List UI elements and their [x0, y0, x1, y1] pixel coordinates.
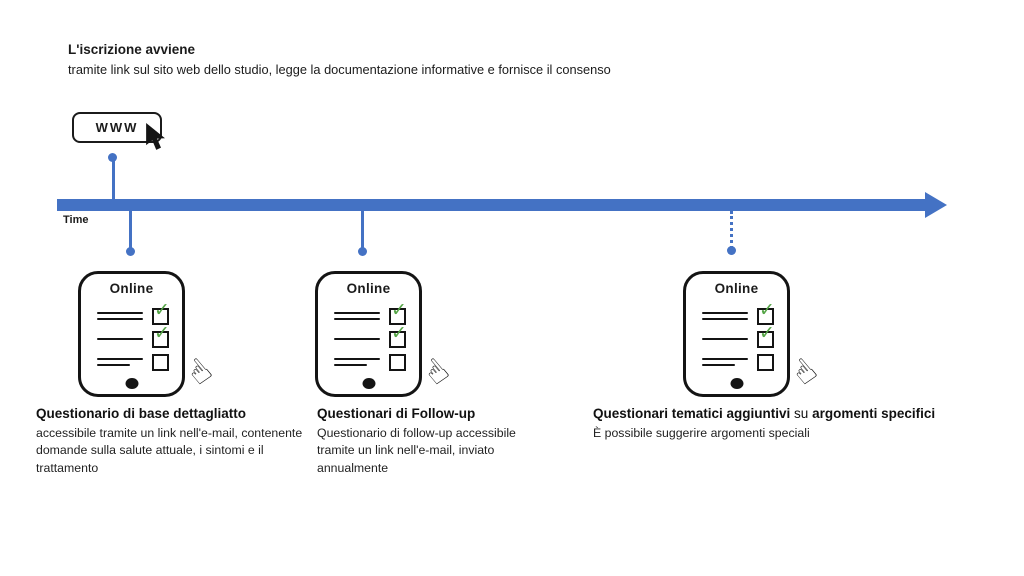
checkbox-empty-icon: [152, 353, 169, 371]
checkmark-icon: ✓: [759, 298, 775, 321]
home-button-dot: [730, 378, 743, 389]
connector-line-1: [129, 211, 132, 249]
checkmark-icon: ✓: [154, 298, 170, 321]
checklist-row: [97, 353, 169, 371]
checklist-row: ✓: [702, 300, 775, 325]
milestone-heading: Questionari di Follow-up: [317, 406, 476, 421]
milestone-caption-followup: Questionari di Follow-up Questionario di…: [317, 406, 552, 477]
tablet-icon-thematic[interactable]: Online ✓ ✓ ☝: [683, 271, 824, 397]
checkbox-checked-icon: ✓: [389, 300, 407, 325]
checkbox-checked-icon: ✓: [757, 323, 775, 348]
checkbox-checked-icon: ✓: [152, 300, 170, 325]
questionnaire-checklist: ✓ ✓: [334, 300, 407, 371]
page-subtitle: tramite link sul sito web dello studio, …: [68, 62, 611, 77]
connector-line-2: [361, 211, 364, 249]
checkmark-icon: ✓: [391, 321, 407, 344]
timeline-axis-label: Time: [63, 214, 89, 226]
home-button-dot: [125, 378, 138, 389]
header: L'iscrizione avviene tramite link sul si…: [68, 42, 968, 77]
device-screen-label: Online: [346, 281, 391, 296]
checkbox-empty-icon: [757, 353, 774, 371]
heading-bold-part: argomenti specifici: [812, 406, 936, 421]
checklist-row: [702, 353, 774, 371]
home-button-dot: [362, 378, 375, 389]
timeline-arrowhead-icon: [925, 192, 947, 218]
hand-pointer-icon: ☝: [783, 350, 825, 393]
text-lines-icon: [97, 357, 143, 367]
heading-bold-part: Questionari tematici aggiuntivi: [593, 406, 791, 421]
text-lines-icon: [334, 311, 380, 321]
checkbox-empty-icon: [389, 353, 406, 371]
device-screen-label: Online: [714, 281, 759, 296]
connector-dot: [358, 247, 367, 256]
checkbox-checked-icon: ✓: [389, 323, 407, 348]
device-screen-label: Online: [109, 281, 154, 296]
checklist-row: ✓: [97, 323, 170, 348]
text-lines-icon: [702, 337, 748, 341]
hand-pointer-icon: ☝: [415, 350, 457, 393]
connector-line-3-dotted: [730, 211, 733, 249]
checklist-row: ✓: [702, 323, 775, 348]
milestone-body: accessibile tramite un link nell'e-mail,…: [36, 426, 303, 475]
milestone-caption-baseline: Questionario di base dettagliatto access…: [36, 406, 328, 477]
checkmark-icon: ✓: [391, 298, 407, 321]
milestone-body: Questionario di follow-up accessibile tr…: [317, 426, 516, 475]
hand-pointer-icon: ☝: [178, 350, 220, 393]
text-lines-icon: [702, 357, 748, 367]
heading-normal-part: su: [790, 406, 813, 421]
checkbox-checked-icon: ✓: [757, 300, 775, 325]
connector-dot: [727, 246, 736, 255]
tablet-icon-followup[interactable]: Online ✓ ✓ ☝: [315, 271, 456, 397]
text-lines-icon: [702, 311, 748, 321]
checklist-row: ✓: [334, 323, 407, 348]
text-lines-icon: [334, 337, 380, 341]
connector-dot: [126, 247, 135, 256]
page-title: L'iscrizione avviene: [68, 42, 196, 57]
milestone-heading: Questionari tematici aggiuntivi su argom…: [593, 406, 1013, 421]
text-lines-icon: [97, 311, 143, 321]
checklist-row: ✓: [334, 300, 407, 325]
www-label: WWW: [95, 120, 139, 135]
text-lines-icon: [97, 337, 143, 341]
text-lines-icon: [334, 357, 380, 367]
cursor-arrow-icon: [146, 123, 165, 150]
milestone-body: È possibile suggerire argomenti speciali: [593, 426, 810, 440]
milestone-heading: Questionario di base dettagliatto: [36, 406, 247, 421]
checklist-row: [334, 353, 406, 371]
questionnaire-checklist: ✓ ✓: [702, 300, 775, 371]
checkmark-icon: ✓: [154, 321, 170, 344]
questionnaire-checklist: ✓ ✓: [97, 300, 170, 371]
tablet-icon-baseline[interactable]: Online ✓ ✓ ☝: [78, 271, 219, 397]
milestone-caption-thematic: Questionari tematici aggiuntivi su argom…: [593, 406, 1013, 442]
checklist-row: ✓: [97, 300, 170, 325]
timeline-arrow-bar: [57, 199, 925, 211]
checkmark-icon: ✓: [759, 321, 775, 344]
enrollment-connector-line: [112, 156, 115, 200]
checkbox-checked-icon: ✓: [152, 323, 170, 348]
